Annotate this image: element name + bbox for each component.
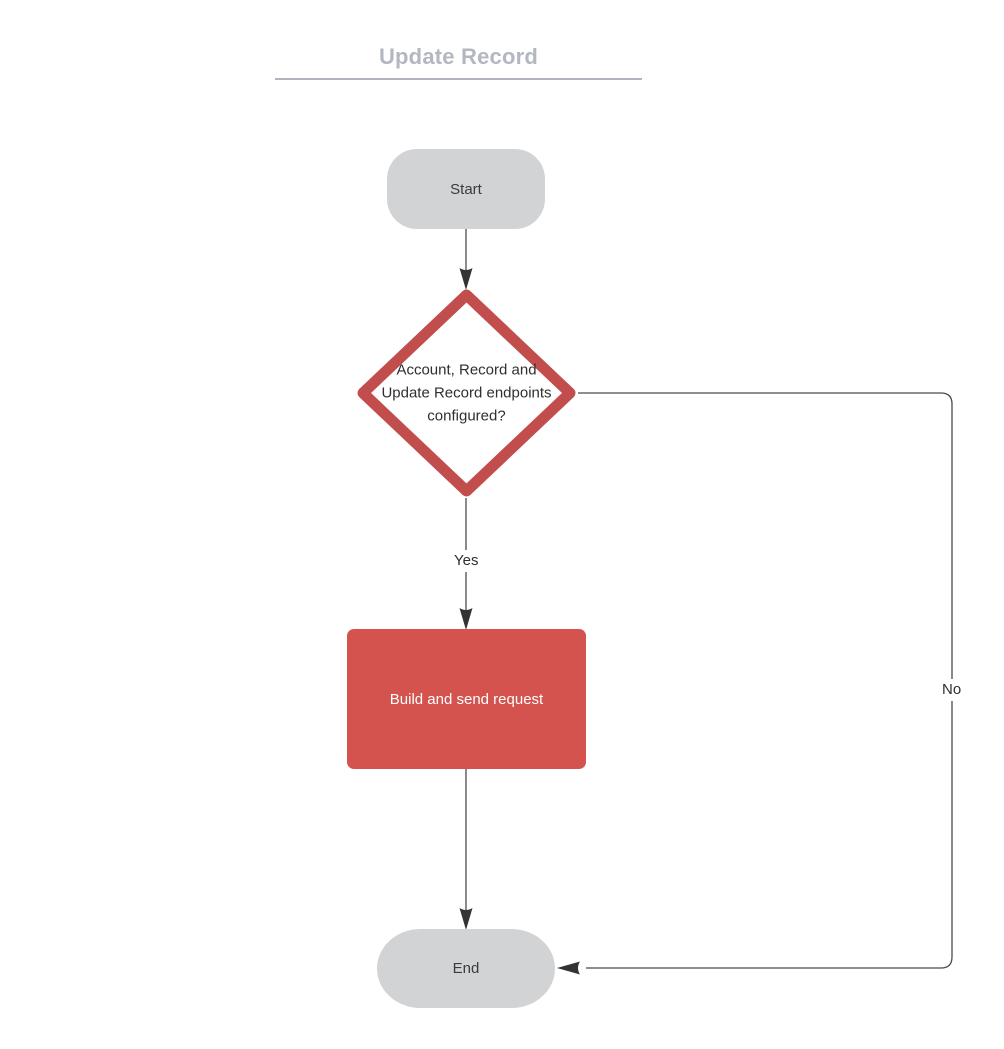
node-start[interactable]: Start xyxy=(387,149,545,229)
node-end[interactable]: End xyxy=(377,929,555,1008)
node-process[interactable]: Build and send request xyxy=(347,629,586,769)
edge-label-no: No xyxy=(937,679,967,701)
node-end-label: End xyxy=(452,960,480,977)
edge-start-to-decision xyxy=(459,229,473,290)
node-start-label: Start xyxy=(450,180,482,198)
edge-process-to-end xyxy=(459,769,473,930)
node-decision[interactable]: Account, Record and Update Record endpoi… xyxy=(356,288,577,498)
page-title: Update Record xyxy=(378,44,539,69)
decision-diamond-outline xyxy=(357,289,576,497)
title-divider xyxy=(275,78,642,80)
node-process-label: Build and send request xyxy=(389,690,544,708)
edge-label-yes: Yes xyxy=(449,550,484,572)
edge-decision-no-to-end xyxy=(557,392,953,975)
